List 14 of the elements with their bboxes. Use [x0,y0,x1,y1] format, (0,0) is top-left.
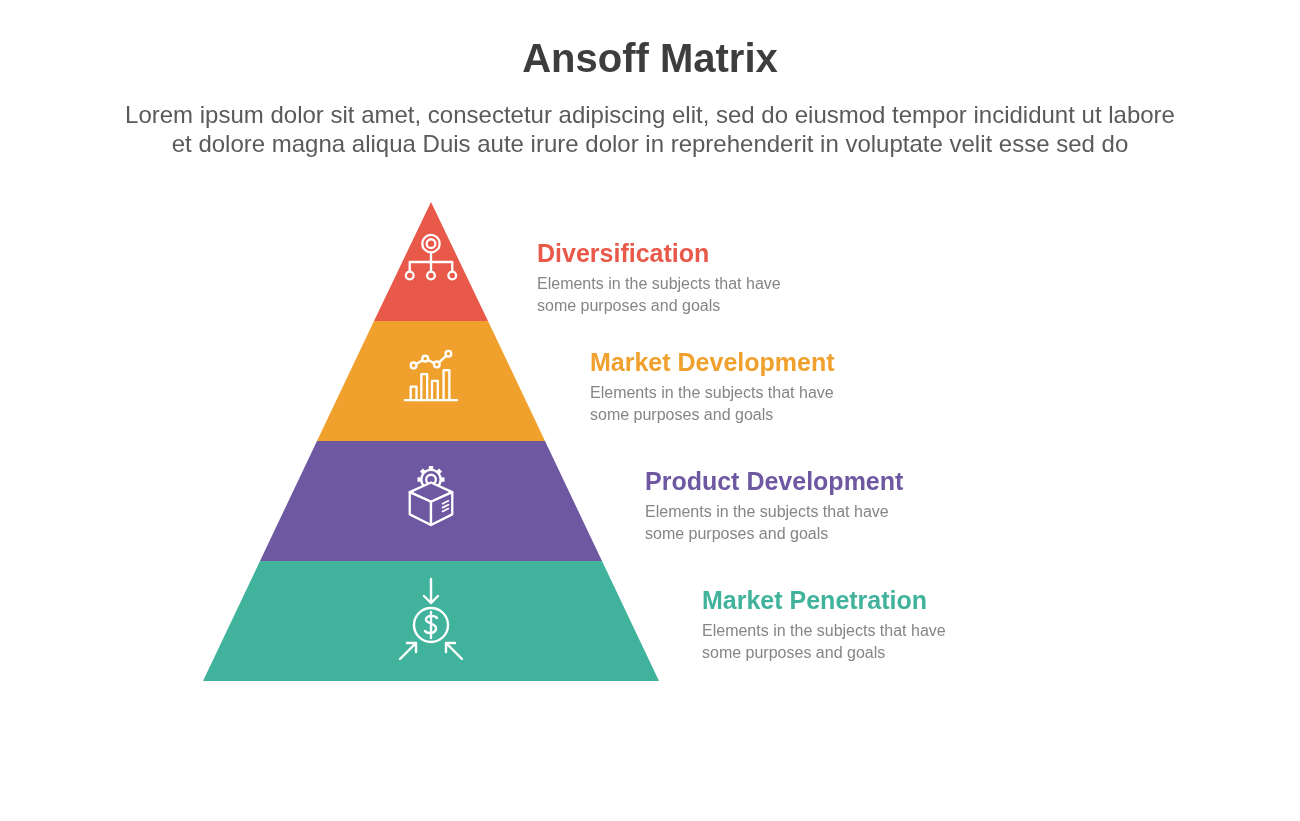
subtitle-paragraph: Lorem ipsum dolor sit amet, consectetur adipiscing elit, sed do eiusmod tempor incididunt ut labore et dolore magna aliqua Duis aute irure dolor in reprehenderit in voluptate velit esse sed do [124,100,1176,158]
tier-description: Elements in the subjects that have some purposes and goals [590,383,835,425]
tier-heading: Market Development [590,347,835,377]
tier-heading: Diversification [537,238,710,268]
tier-description: Elements in the subjects that have some purposes and goals [645,502,890,544]
pyramid-top-tier [374,202,488,321]
tier-heading: Market Penetration [702,585,928,615]
title: Ansoff Matrix [522,35,778,82]
pyramid-tier [203,561,659,681]
pyramid-tier [260,441,602,561]
tier-description: Elements in the subjects that have some purposes and goals [537,274,782,316]
tier-description: Elements in the subjects that have some purposes and goals [702,621,947,663]
pyramid-tier [317,321,545,441]
tier-heading: Product Development [645,466,904,496]
